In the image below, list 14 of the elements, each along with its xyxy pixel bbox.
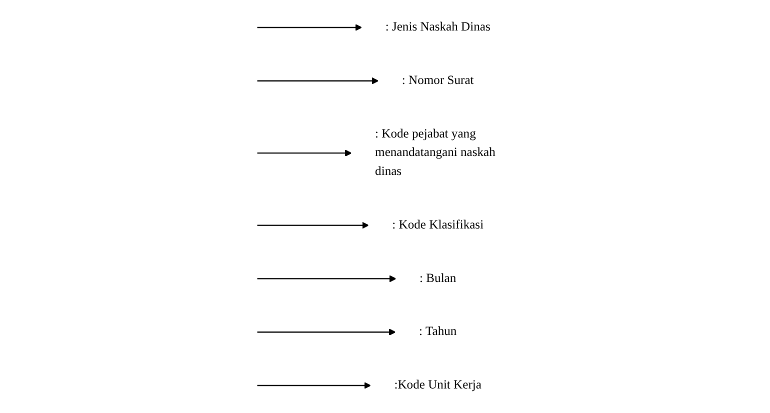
node-text: : Kode Klasifikasi — [392, 218, 484, 232]
arrow — [257, 382, 371, 389]
arrow — [257, 24, 362, 31]
arrow — [257, 77, 378, 84]
node-text: : Jenis Naskah Dinas — [385, 20, 490, 34]
node-text: : Nomor Surat — [402, 74, 474, 88]
arrow — [257, 150, 352, 157]
arrow — [257, 328, 396, 336]
node-text: : Tahun — [418, 325, 456, 338]
arrow — [257, 222, 369, 229]
node-text: : Kode pejabat yang menandatangani naskah dinas — [374, 127, 496, 178]
node-text: :Kode Unit Kerja — [394, 378, 482, 392]
arrow — [257, 275, 396, 282]
node-text: : Bulan — [419, 272, 456, 286]
